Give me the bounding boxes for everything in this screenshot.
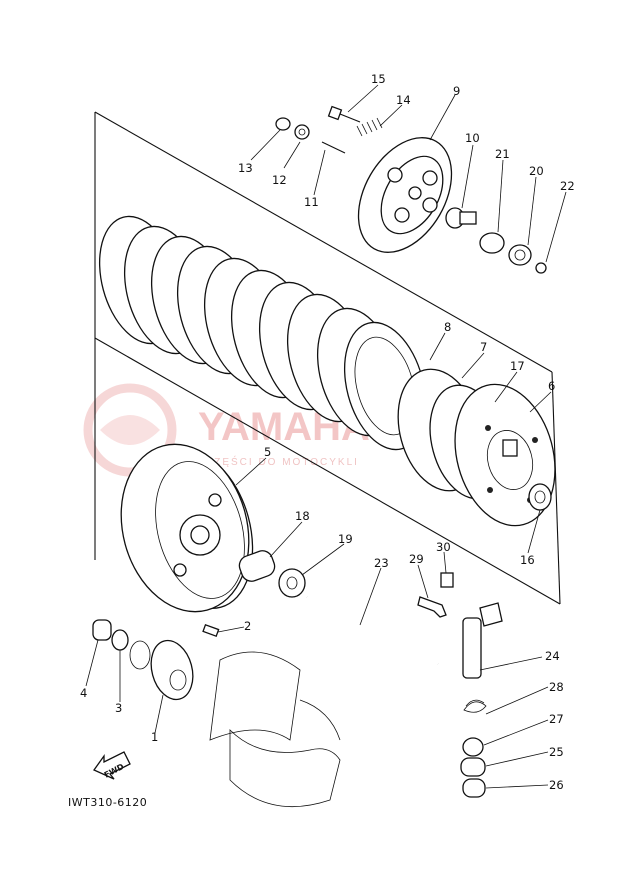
watermark-subtitle: CZĘŚCI DO MOTOCYKLI xyxy=(205,455,359,468)
callout-22: 22 xyxy=(560,179,575,193)
callout-labels: 15 14 9 10 21 20 22 13 12 11 8 7 17 6 16… xyxy=(80,72,575,792)
callout-24: 24 xyxy=(545,649,560,663)
callout-16: 16 xyxy=(520,553,535,567)
diagram-code: IWT310-6120 xyxy=(68,796,147,809)
callout-11: 11 xyxy=(304,195,319,209)
callout-9: 9 xyxy=(453,84,460,98)
callout-4: 4 xyxy=(80,686,87,700)
callout-26: 26 xyxy=(549,778,564,792)
callout-10: 10 xyxy=(465,131,480,145)
clutch-housing xyxy=(120,443,254,613)
callout-28: 28 xyxy=(549,680,564,694)
leader-lines xyxy=(85,84,567,789)
push-rod-parts xyxy=(445,207,547,274)
lever-bracket xyxy=(417,572,454,618)
callout-29: 29 xyxy=(409,552,424,566)
callout-15: 15 xyxy=(371,72,386,86)
callout-5: 5 xyxy=(264,445,271,459)
callout-25: 25 xyxy=(549,745,564,759)
callout-12: 12 xyxy=(272,173,287,187)
clutch-plates xyxy=(98,215,427,451)
callout-27: 27 xyxy=(549,712,564,726)
clutch-boss xyxy=(397,368,556,527)
callout-17: 17 xyxy=(510,359,525,373)
callout-18: 18 xyxy=(295,509,310,523)
callout-30: 30 xyxy=(436,540,451,554)
callout-23: 23 xyxy=(374,556,389,570)
pressure-plate xyxy=(357,137,453,253)
watermark-logo xyxy=(83,383,177,477)
callout-13: 13 xyxy=(238,161,253,175)
fwd-arrow: FWD xyxy=(93,751,131,780)
callout-2: 2 xyxy=(244,619,251,633)
callout-8: 8 xyxy=(444,320,451,334)
callout-14: 14 xyxy=(396,93,411,107)
callout-21: 21 xyxy=(495,147,510,161)
callout-3: 3 xyxy=(115,701,122,715)
pressure-parts xyxy=(275,105,383,154)
push-rod xyxy=(306,595,439,666)
callout-1: 1 xyxy=(151,730,158,744)
push-lever-assembly xyxy=(460,602,503,798)
callout-6: 6 xyxy=(548,379,555,393)
callout-19: 19 xyxy=(338,532,353,546)
bracket-lines xyxy=(94,111,561,605)
bushing-and-washer xyxy=(238,550,306,598)
callout-20: 20 xyxy=(529,164,544,178)
primary-drive-group xyxy=(92,619,220,701)
callout-7: 7 xyxy=(480,340,487,354)
crankshaft xyxy=(209,651,341,808)
